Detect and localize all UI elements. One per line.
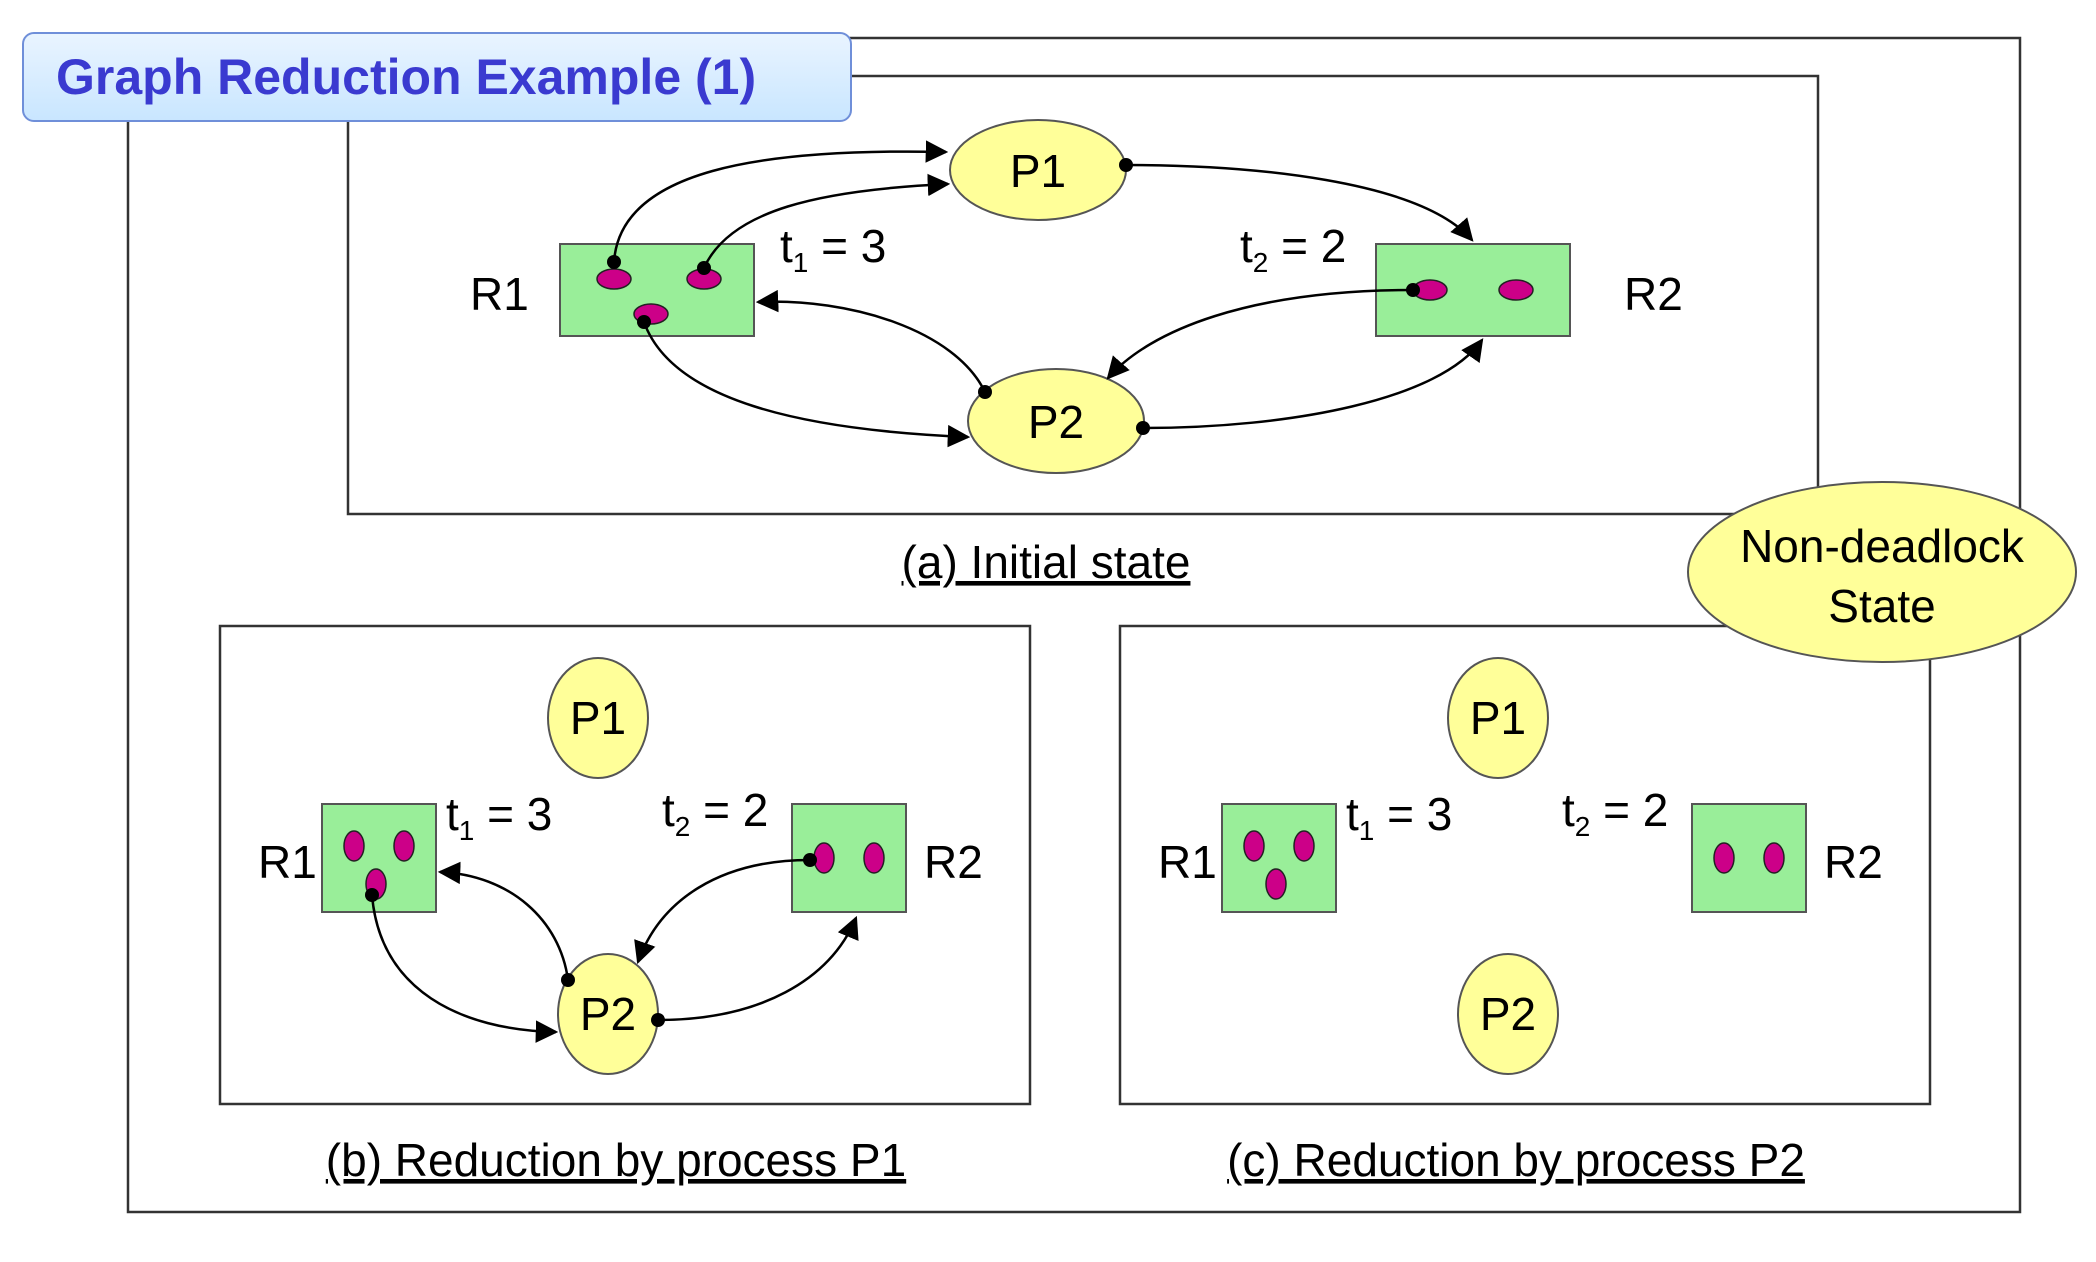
edge-dot bbox=[561, 973, 575, 987]
process-p2 bbox=[967, 368, 1145, 474]
process-p2-label: P2 bbox=[580, 988, 636, 1040]
resource-unit bbox=[1293, 830, 1315, 862]
assignment-edge bbox=[370, 894, 559, 1043]
assignment-edge bbox=[1106, 288, 1414, 380]
resource-r2-label: R2 bbox=[1624, 268, 1683, 320]
t2-label: t2 = 2 bbox=[662, 784, 768, 842]
panel-c-caption: (c) Reduction by process P2 bbox=[1227, 1134, 1805, 1186]
resource-r1-label: R1 bbox=[1158, 836, 1217, 888]
edge-dot bbox=[803, 853, 817, 867]
edge-dot bbox=[978, 385, 992, 399]
resource-unit bbox=[813, 842, 835, 874]
resource-unit bbox=[1243, 830, 1265, 862]
resource-unit bbox=[1713, 842, 1735, 874]
resource-unit bbox=[1763, 842, 1785, 874]
process-p1-label: P1 bbox=[570, 692, 626, 744]
process-p1-label: P1 bbox=[1010, 145, 1066, 197]
resource-r1-label: R1 bbox=[258, 836, 317, 888]
request-edge bbox=[755, 289, 987, 393]
resource-unit bbox=[1265, 868, 1287, 900]
resource-unit bbox=[1498, 279, 1534, 301]
request-edge bbox=[657, 915, 859, 1022]
assignment-edge bbox=[612, 140, 949, 263]
panel-a: P1 P2 R1 R2 t1 = 3 t2 = 2 (a) Initial st… bbox=[346, 74, 1820, 588]
panel-c: P1 P2 R1 R2 t1 = 3 t2 = 2 (c) Reduction … bbox=[1118, 624, 1932, 1186]
badge-line2: State bbox=[1828, 580, 1935, 632]
resource-r1-label: R1 bbox=[470, 268, 529, 320]
edge-dot bbox=[1119, 158, 1133, 172]
t1-label: t1 = 3 bbox=[1346, 788, 1452, 846]
t2-label: t2 = 2 bbox=[1562, 784, 1668, 842]
request-edge bbox=[437, 861, 570, 981]
resource-unit bbox=[393, 830, 415, 862]
edge-dot bbox=[637, 315, 651, 329]
process-p1-label: P1 bbox=[1470, 692, 1526, 744]
badge-line1: Non-deadlock bbox=[1740, 520, 2025, 572]
assignment-edge bbox=[634, 858, 811, 965]
process-p2-label: P2 bbox=[1028, 396, 1084, 448]
process-p1 bbox=[1447, 657, 1549, 779]
badge-ellipse bbox=[1687, 481, 2077, 663]
resource-unit bbox=[596, 268, 632, 290]
process-p1 bbox=[547, 657, 649, 779]
panel-b: P1 P2 R1 R2 t1 = 3 t2 = 2 (b) Reduction … bbox=[218, 624, 1032, 1186]
process-p2-label: P2 bbox=[1480, 988, 1536, 1040]
resource-r1 bbox=[1221, 803, 1337, 913]
assignment-edge bbox=[642, 321, 971, 448]
request-edge bbox=[1125, 163, 1474, 242]
request-edge bbox=[1142, 338, 1484, 430]
panel-b-caption: (b) Reduction by process P1 bbox=[326, 1134, 906, 1186]
process-p2 bbox=[1457, 953, 1559, 1075]
resource-unit bbox=[343, 830, 365, 862]
resource-r2-label: R2 bbox=[924, 836, 983, 888]
panel-a-caption: (a) Initial state bbox=[902, 536, 1191, 588]
resource-r2 bbox=[1691, 803, 1807, 913]
t2-label: t2 = 2 bbox=[1240, 220, 1346, 278]
edge-dot bbox=[1406, 283, 1420, 297]
t1-label: t1 = 3 bbox=[446, 788, 552, 846]
assignment-edge bbox=[702, 173, 951, 269]
edge-dot bbox=[365, 888, 379, 902]
edge-dot bbox=[651, 1013, 665, 1027]
resource-r2-label: R2 bbox=[1824, 836, 1883, 888]
edge-dot bbox=[1136, 421, 1150, 435]
edge-dot bbox=[697, 261, 711, 275]
edge-dot bbox=[607, 255, 621, 269]
non-deadlock-badge: Non-deadlock State bbox=[1687, 481, 2077, 663]
t1-label: t1 = 3 bbox=[780, 220, 886, 278]
resource-unit bbox=[863, 842, 885, 874]
slide-title: Graph Reduction Example (1) bbox=[22, 32, 852, 122]
